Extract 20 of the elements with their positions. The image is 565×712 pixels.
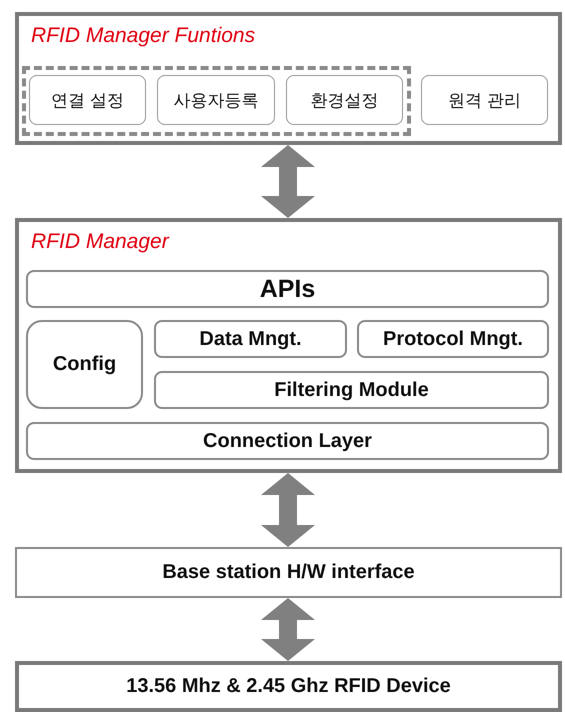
module-box: Protocol Mngt. [357,320,549,358]
double-arrow [261,473,315,547]
function-box: 원격 관리 [421,75,548,125]
double-arrow [261,598,315,661]
module-box: Config [26,320,143,409]
function-box: 연결 설정 [29,75,146,125]
function-box: 사용자등록 [157,75,275,125]
panel-title: RFID Manager [31,230,169,254]
module-box: Data Mngt. [154,320,347,358]
double-arrow [261,145,315,218]
panel [15,218,562,473]
dashed-group-box [22,66,411,136]
module-box: APIs [26,270,549,308]
panel [15,12,562,145]
function-box: 환경설정 [286,75,403,125]
panel-title: RFID Manager Funtions [31,24,256,48]
layer-box: Base station H/W interface [15,547,562,598]
module-box: Connection Layer [26,422,549,460]
device-box: 13.56 Mhz & 2.45 Ghz RFID Device [15,661,562,712]
module-box: Filtering Module [154,371,549,409]
